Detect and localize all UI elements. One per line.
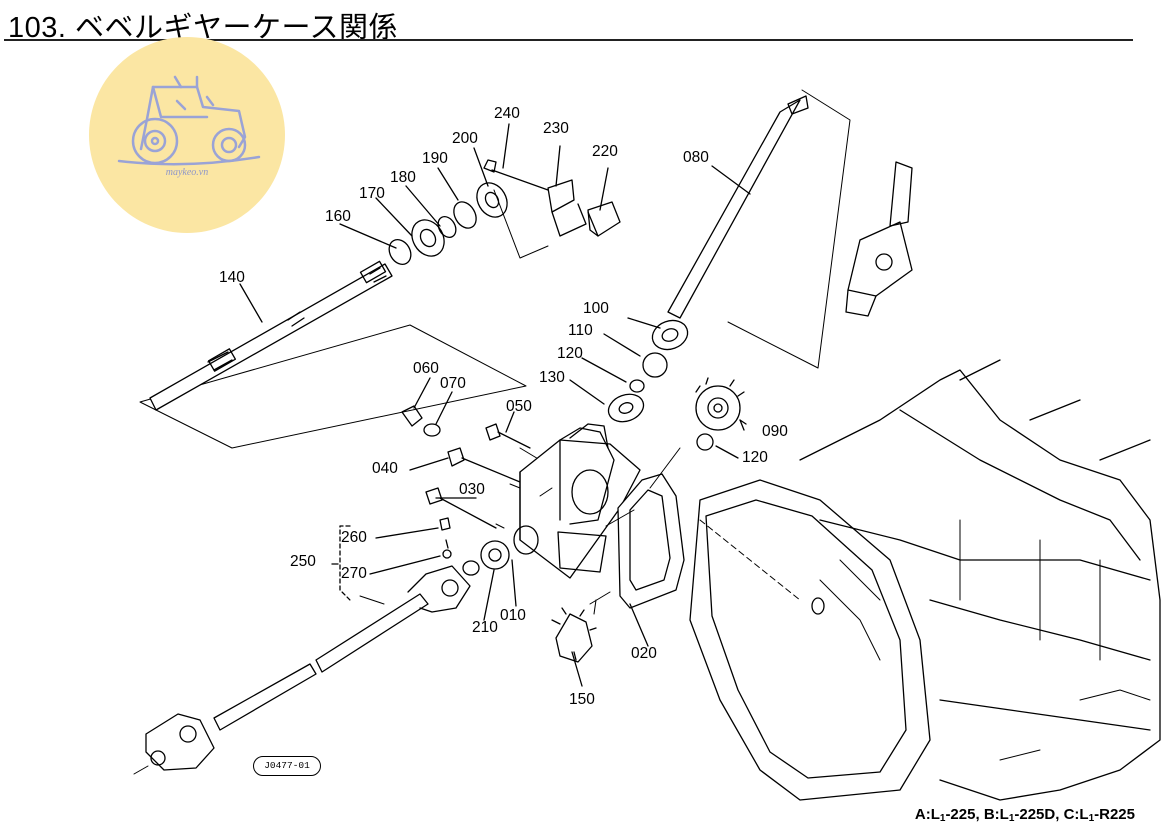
callout-250: 250 bbox=[290, 553, 316, 570]
callout-240: 240 bbox=[494, 105, 520, 122]
callout-090: 090 bbox=[762, 423, 788, 440]
callout-180: 180 bbox=[390, 169, 416, 186]
callout-120-upper: 120 bbox=[557, 345, 583, 362]
callout-110: 110 bbox=[568, 322, 593, 339]
callout-260: 260 bbox=[341, 529, 367, 546]
model-c-subscript: 1 bbox=[1088, 813, 1095, 824]
callout-120-lower: 120 bbox=[742, 449, 768, 466]
drawing-code-tag: J0477-01 bbox=[253, 756, 321, 776]
model-a-subscript: 1 bbox=[939, 813, 946, 824]
watermark-text: maykeo.vn bbox=[165, 167, 209, 178]
callout-010: 010 bbox=[500, 607, 526, 624]
callout-060: 060 bbox=[413, 360, 439, 377]
callout-050: 050 bbox=[506, 398, 532, 415]
watermark-logo: maykeo.vn bbox=[89, 37, 285, 233]
callout-030: 030 bbox=[459, 481, 485, 498]
callout-140: 140 bbox=[219, 269, 245, 286]
model-b-suffix: -225D, bbox=[1014, 806, 1060, 823]
model-c-suffix: -R225 bbox=[1094, 806, 1135, 823]
callout-130: 130 bbox=[539, 369, 565, 386]
callout-070: 070 bbox=[440, 375, 466, 392]
callout-080: 080 bbox=[683, 149, 709, 166]
callout-100: 100 bbox=[583, 300, 609, 317]
callout-150: 150 bbox=[569, 691, 595, 708]
callout-160: 160 bbox=[325, 208, 351, 225]
model-a-suffix: -225, bbox=[945, 806, 980, 823]
model-b-subscript: 1 bbox=[1008, 813, 1015, 824]
callout-220: 220 bbox=[592, 143, 618, 160]
model-a-prefix: A:L bbox=[914, 806, 940, 823]
callout-200: 200 bbox=[452, 130, 478, 147]
callout-040: 040 bbox=[372, 460, 398, 477]
callout-270: 270 bbox=[341, 565, 367, 582]
tractor-icon bbox=[117, 75, 261, 166]
callout-210: 210 bbox=[472, 619, 498, 636]
callout-230: 230 bbox=[543, 120, 569, 137]
callout-020: 020 bbox=[631, 645, 657, 662]
model-c-prefix: C:L bbox=[1063, 806, 1089, 823]
callout-170: 170 bbox=[359, 185, 385, 202]
callout-190: 190 bbox=[422, 150, 448, 167]
model-b-prefix: B:L bbox=[983, 806, 1009, 823]
title-underline bbox=[4, 39, 1133, 41]
model-applicability-note: A:L1-225, B:L1-225D, C:L1-R225 bbox=[915, 806, 1135, 824]
